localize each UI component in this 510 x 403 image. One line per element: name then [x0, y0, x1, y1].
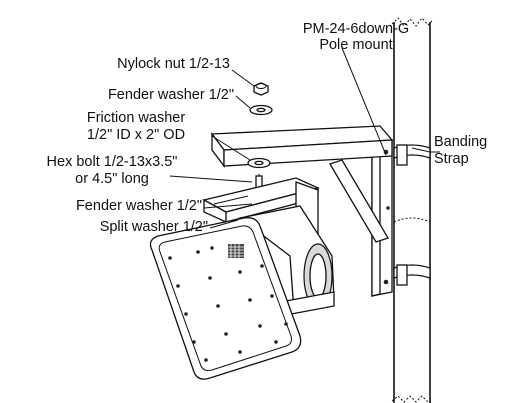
label-fender-washer-bottom: Fender washer 1/2" [76, 198, 202, 214]
speaker-grille [149, 217, 302, 380]
label-friction-washer: Friction washer [87, 110, 185, 126]
label-model: PM-24-6down-G [303, 21, 409, 37]
banding-strap-lower [393, 217, 431, 286]
label-split-washer: Split washer 1/2" [100, 219, 208, 235]
label-nylock-nut: Nylock nut 1/2-13 [117, 56, 230, 72]
label-friction-washer-size: 1/2" ID x 2" OD [87, 127, 185, 143]
leader-lines [169, 47, 431, 229]
pole [391, 17, 433, 403]
pole-mount-bracket [210, 125, 394, 297]
grille-logo [228, 244, 244, 258]
nylock-nut [253, 82, 269, 96]
friction-washer [247, 157, 271, 169]
banding-strap-upper [393, 144, 440, 166]
label-fender-washer-top: Fender washer 1/2" [108, 87, 234, 103]
label-banding: Banding [434, 134, 487, 150]
label-hex-bolt: Hex bolt 1/2-13x3.5" [47, 154, 178, 170]
grille-screws [168, 246, 288, 362]
label-strap: Strap [434, 151, 469, 167]
callout-labels: PM-24-6down-G Pole mount Nylock nut 1/2-… [47, 21, 488, 235]
label-hex-bolt-length: or 4.5" long [75, 171, 149, 187]
label-model-desc: Pole mount [319, 37, 392, 53]
fender-washer-top [249, 104, 273, 116]
